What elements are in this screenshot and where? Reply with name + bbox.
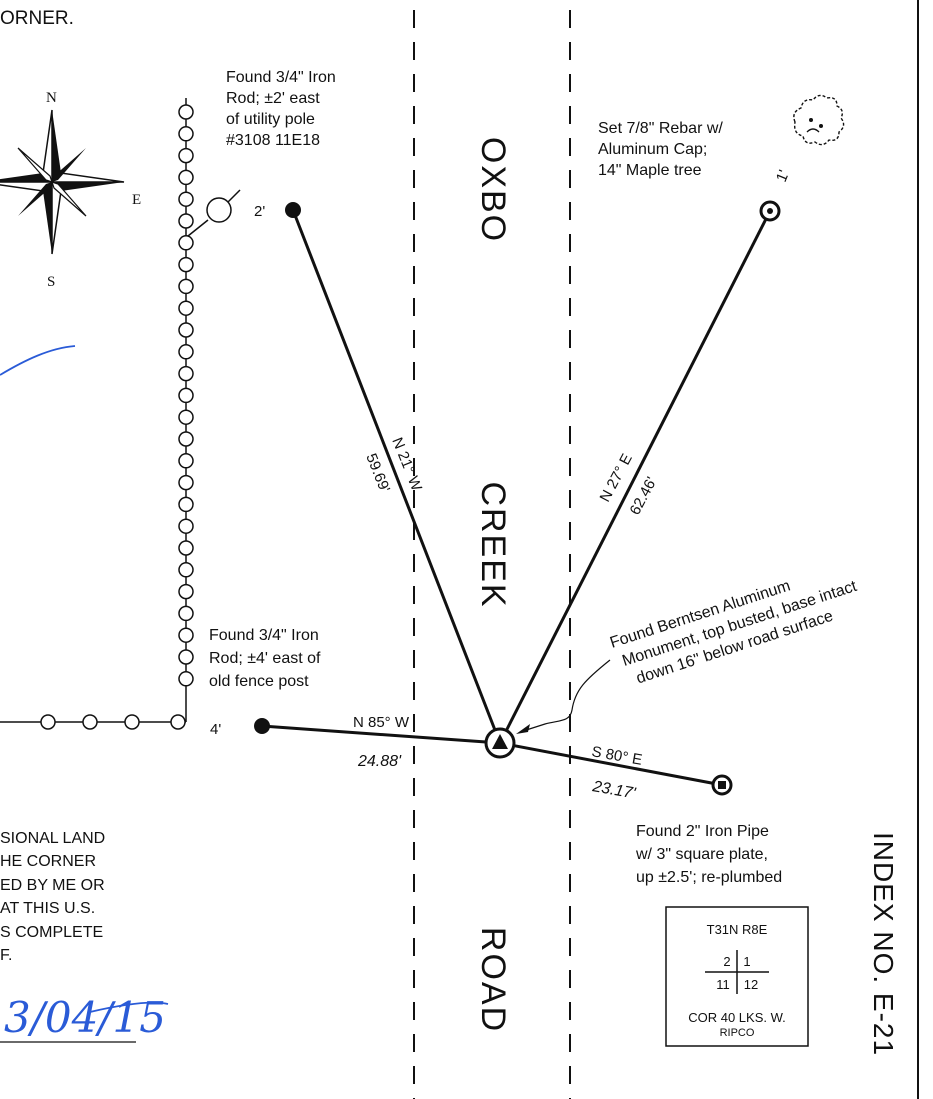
fence-post-icon <box>178 191 194 207</box>
fence-post-icon <box>178 627 194 643</box>
fence-post-icon <box>178 496 194 513</box>
utility-pole-icon <box>187 189 241 237</box>
point-1-label: 1' <box>773 168 793 185</box>
fence-post-icon <box>178 300 194 316</box>
point-3-note: Found 2" Iron Pipe w/ 3" square plate, u… <box>635 823 782 886</box>
compass-rose-icon: N E S <box>0 90 141 290</box>
index-label: INDEX NO. E-21 <box>868 832 899 1056</box>
point-4-note-line: Found 3/4" Iron <box>209 627 319 644</box>
point-3-note-line: w/ 3" square plate, <box>635 846 768 863</box>
point-2-note-line: Found 3/4" Iron <box>226 69 336 86</box>
point-1-note-line: 14" Maple tree <box>598 162 702 179</box>
point-4-note-line: Rod; ±4' east of <box>209 650 321 667</box>
fence-post-icon <box>178 583 194 600</box>
tie-line-3 <box>499 741 723 787</box>
tie-bearing: N 21° W <box>388 435 425 494</box>
fence-post-icon <box>82 714 98 730</box>
certificate-line: S COMPLETE <box>0 924 103 941</box>
point-3-note-line: up ±2.5'; re-plumbed <box>636 869 782 886</box>
fence-line <box>0 98 194 730</box>
monument-note: Found Berntsen Aluminum Monument, top bu… <box>608 557 870 692</box>
tie-distance: 23.17' <box>590 778 637 803</box>
point-4-label: 4' <box>210 721 221 738</box>
fence-post-icon <box>178 365 194 382</box>
fence-post-icon <box>40 714 56 730</box>
certificate-line: ED BY ME OR <box>0 877 105 894</box>
fence-post-icon <box>178 147 194 164</box>
fence-post-icon <box>178 453 194 469</box>
certificate-line: HE CORNER <box>0 853 96 870</box>
compass-north: N <box>46 90 57 106</box>
tie-distance: 24.88' <box>357 753 402 770</box>
signature-flourish <box>89 1001 169 1013</box>
fence-post-icon <box>178 126 194 142</box>
point-3-note-line: Found 2" Iron Pipe <box>636 823 769 840</box>
point-2-label: 2' <box>254 203 265 220</box>
fence-post-icon <box>178 322 194 338</box>
point-2-note-line: #3108 11E18 <box>226 132 320 149</box>
tie-line-2 <box>291 209 502 744</box>
point-3-marker <box>711 774 733 796</box>
fence-post-icon <box>178 431 194 447</box>
road-name-creek: CREEK <box>474 481 512 608</box>
fence-post-icon <box>178 344 194 360</box>
point-2-note-line: Rod; ±2' east <box>226 90 320 107</box>
certificate-line: AT THIS U.S. <box>0 900 95 917</box>
fence-post-icon <box>178 213 194 229</box>
certificate-line: SIONAL LAND <box>0 830 105 847</box>
section-se: 12 <box>744 977 758 992</box>
tie-bearing: N 27° E <box>597 451 636 505</box>
signature-stroke <box>0 345 76 376</box>
fence-post-icon <box>178 278 194 295</box>
fence-post-icon <box>170 714 186 730</box>
point-1-note-line: Set 7/8" Rebar w/ <box>598 120 723 137</box>
point-1-note: Set 7/8" Rebar w/ Aluminum Cap; 14" Mapl… <box>598 120 727 179</box>
road-name-road: ROAD <box>474 927 512 1033</box>
fence-post-icon <box>178 605 194 622</box>
tie-line-4 <box>261 724 501 745</box>
fence-post-icon <box>178 474 194 491</box>
fence-post-icon <box>178 649 194 665</box>
point-4-note: Found 3/4" Iron Rod; ±4' east of old fen… <box>209 627 325 690</box>
maple-tree-icon <box>793 94 845 146</box>
tie-line-1 <box>498 210 772 744</box>
fence-post-icon <box>178 671 194 687</box>
point-4-marker <box>254 718 270 734</box>
compass-east: E <box>132 192 141 208</box>
fence-post-icon <box>178 256 194 273</box>
fence-post-icon <box>178 235 194 251</box>
section-box-footer: COR 40 LKS. W. <box>688 1010 786 1025</box>
point-1-note-line: Aluminum Cap; <box>598 141 707 158</box>
fence-post-icon <box>178 562 194 578</box>
compass-south: S <box>47 274 55 290</box>
point-4-note-line: old fence post <box>209 673 309 690</box>
signature-date: 3/04/15 <box>4 993 166 1042</box>
section-box-title: T31N R8E <box>707 922 768 937</box>
point-2-note-line: of utility pole <box>226 111 315 128</box>
fence-post-icon <box>178 387 194 404</box>
section-sw: 11 <box>716 977 730 992</box>
point-1-marker <box>759 200 781 222</box>
section-box-footer: RIPCO <box>720 1027 755 1039</box>
road-name-oxbo: OXBO <box>474 137 512 243</box>
fence-post-icon <box>178 104 194 120</box>
certificate-text: SIONAL LAND HE CORNER ED BY ME OR AT THI… <box>0 830 110 964</box>
certificate-line: F. <box>0 947 12 964</box>
section-ne: 1 <box>743 954 750 969</box>
point-2-marker <box>285 202 301 218</box>
fence-post-icon <box>178 540 194 556</box>
fence-post-icon <box>178 169 194 186</box>
section-nw: 2 <box>723 954 730 969</box>
fence-post-icon <box>124 714 140 730</box>
header-text: ORNER. <box>0 8 74 29</box>
monument-leader <box>519 659 611 733</box>
fence-post-icon <box>178 409 194 425</box>
point-2-note: Found 3/4" Iron Rod; ±2' east of utility… <box>226 69 340 149</box>
section-box: T31N R8E 2 1 11 12 COR 40 LKS. W. RIPCO <box>665 906 809 1047</box>
fence-post-icon <box>178 518 194 534</box>
tie-bearing: N 85° W <box>353 714 410 731</box>
monument-marker <box>484 727 516 759</box>
